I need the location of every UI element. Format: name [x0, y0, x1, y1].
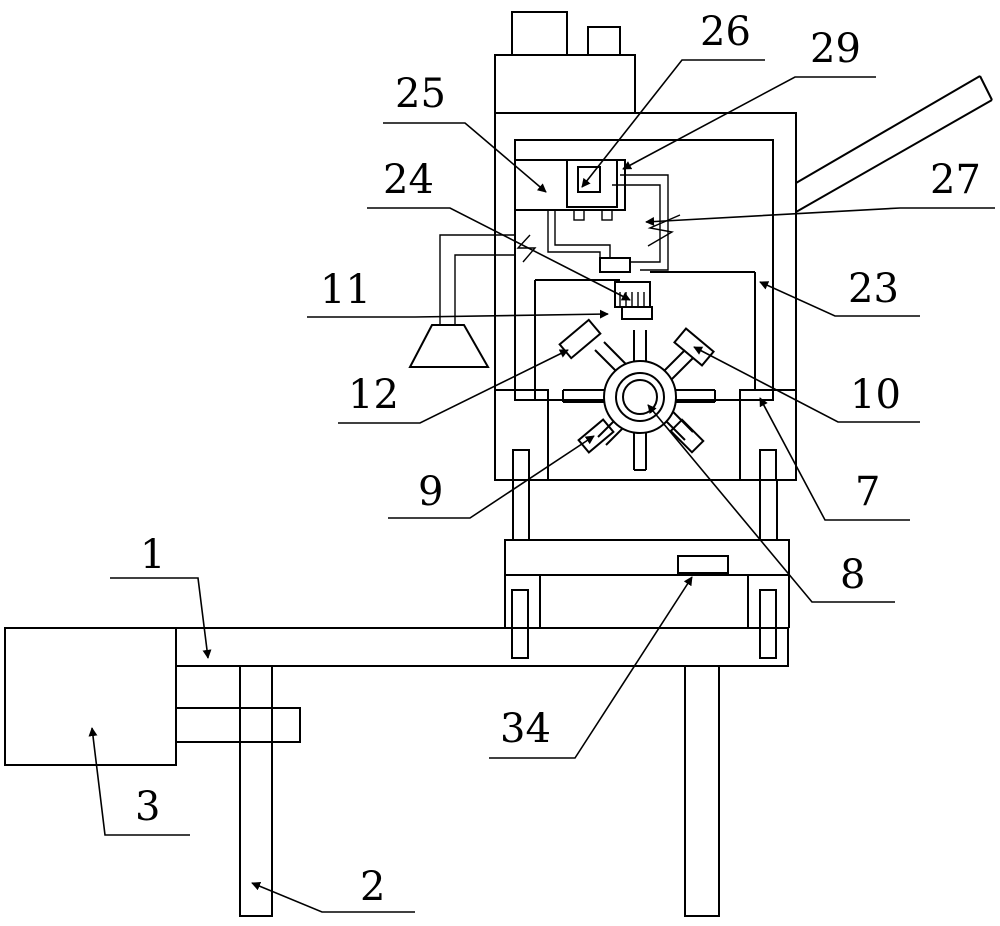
label-11: 11: [320, 267, 371, 313]
clamp-lower-left: [577, 418, 615, 454]
label-1: 1: [140, 532, 165, 578]
table-beam: [175, 627, 789, 667]
label-34: 34: [500, 706, 551, 752]
label-27: 27: [930, 157, 981, 203]
label-2: 2: [360, 864, 385, 910]
label-9: 9: [418, 469, 443, 515]
leader-lines: [88, 59, 995, 913]
clamp-lower-right: [669, 418, 705, 454]
label-23: 23: [848, 266, 899, 312]
left-guide-block: [494, 389, 549, 481]
sensor-unit: [566, 159, 618, 208]
right-wheel-block: [759, 589, 777, 659]
spray-nozzle: [408, 324, 490, 368]
label-10: 10: [850, 372, 901, 418]
label-3: 3: [135, 784, 160, 830]
control-box: [514, 159, 626, 211]
left-wheel-block: [511, 589, 529, 659]
nozzle-housing: [599, 257, 631, 273]
label-7: 7: [855, 469, 880, 515]
carriage: [504, 480, 790, 659]
label-29: 29: [810, 26, 861, 72]
outer-frame: [494, 112, 797, 481]
right-guide-block: [739, 389, 797, 481]
motor-box: [4, 627, 177, 766]
drive-shaft: [175, 707, 301, 743]
left-leg: [239, 665, 273, 917]
clamp-left: [558, 318, 602, 360]
label-25: 25: [395, 71, 446, 117]
wheel-hub: [603, 360, 677, 434]
label-26: 26: [700, 9, 751, 55]
label-24: 24: [383, 157, 434, 203]
rotating-wheel: [558, 318, 716, 471]
feed-chute: [795, 75, 993, 213]
label-12: 12: [348, 372, 399, 418]
shaft-coupling: [175, 665, 241, 709]
carriage-plate: [504, 539, 790, 576]
main-housing: [494, 11, 797, 481]
label-8: 8: [840, 552, 865, 598]
motor-top: [494, 54, 636, 114]
right-leg: [684, 665, 720, 917]
clamp-right: [673, 327, 715, 367]
reference-numerals: 1 2 3 7 8 9 10 11 12 23 24 25 26 27 29 3…: [135, 9, 981, 910]
machine-base: [4, 627, 789, 917]
sensor-block: [677, 555, 729, 574]
